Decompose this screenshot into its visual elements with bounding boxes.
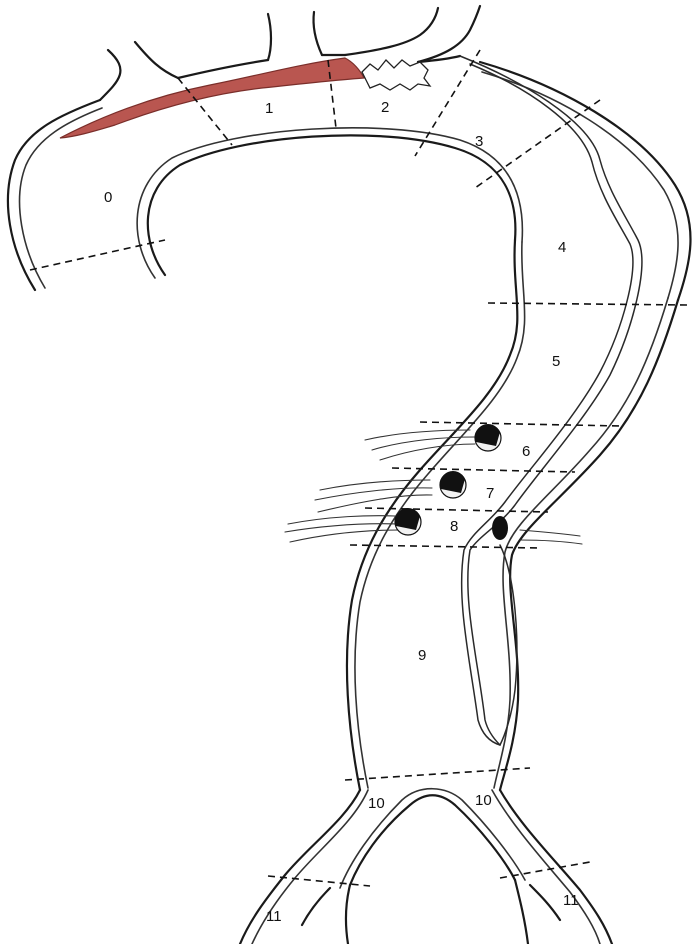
zone-11-left-label: 11 (266, 908, 282, 925)
zone-0-label: 0 (104, 189, 112, 206)
arch-inner-wall (148, 135, 516, 275)
zone-10-right-label: 10 (475, 792, 492, 809)
zone-8-label: 8 (450, 518, 458, 535)
boundary-0-1 (30, 240, 165, 270)
zone-10-left-label: 10 (368, 795, 385, 812)
arch-outer-wall-seg5-inner (482, 72, 678, 298)
zone-1-label: 1 (265, 100, 273, 117)
zone-5-label: 5 (552, 353, 560, 370)
left-iliac-outer-wall (240, 790, 360, 944)
dissection-flap-2 (462, 64, 633, 745)
descending-aorta-right-wall-inner (494, 298, 668, 788)
zone-4-label: 4 (558, 239, 566, 256)
zone-7-label: 7 (486, 485, 494, 502)
zone-3-label: 3 (475, 133, 483, 150)
boundary-10-11-left (268, 876, 370, 886)
descending-aorta-left-wall (347, 240, 517, 790)
left-internal-iliac (302, 885, 350, 944)
ostium-8 (395, 508, 421, 535)
boundary-10-11-right (500, 862, 590, 878)
intercostal-lines (285, 430, 582, 544)
left-common-carotid-artery (268, 12, 322, 60)
zone-2-label: 2 (381, 99, 389, 116)
ostium-renal-entry (492, 516, 508, 540)
boundary-3-4 (475, 100, 600, 188)
ostium-7 (440, 471, 466, 498)
boundary-7-8 (365, 508, 548, 512)
boundary-5-6 (420, 422, 620, 426)
zone-6-label: 6 (522, 443, 530, 460)
ostium-6 (475, 424, 501, 451)
anastomosis-outline (362, 60, 430, 90)
descending-aorta-left-wall-inner (355, 242, 525, 788)
zone-9-label: 9 (418, 647, 426, 664)
zone-11-right-label: 11 (563, 892, 579, 909)
right-internal-iliac (515, 880, 560, 944)
left-subclavian-artery (345, 6, 480, 62)
descending-aorta-right-wall (500, 300, 678, 790)
brachiocephalic-artery (100, 42, 178, 100)
dissection-flap (460, 56, 642, 745)
